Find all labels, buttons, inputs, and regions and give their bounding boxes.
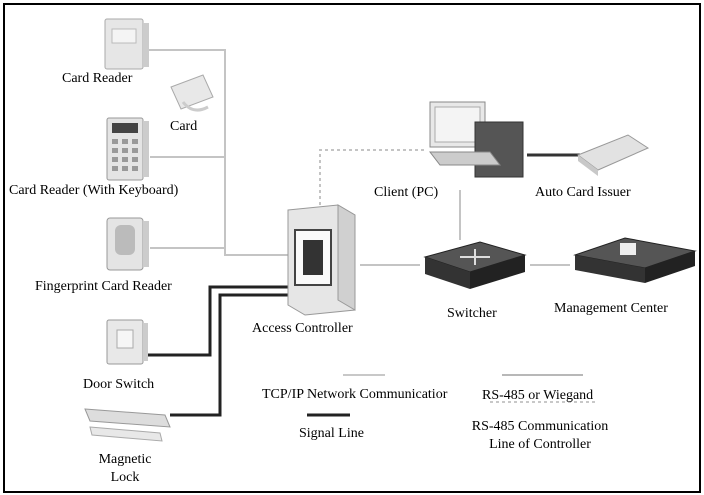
card-reader-keyboard-icon xyxy=(106,117,149,181)
label-auto-card-issuer: Auto Card Issuer xyxy=(535,185,631,200)
legend-rs485-comm-line1: RS-485 Communication xyxy=(471,419,609,434)
legend-rs485-comm-line2: Line of Controller xyxy=(489,437,591,452)
legend-signal-label: Signal Line xyxy=(299,426,364,441)
card-reader-icon xyxy=(104,18,149,70)
label-switcher: Switcher xyxy=(447,306,497,321)
client-pc-icon xyxy=(428,101,524,178)
legend-rs485-wiegand-label: RS-485 or Wiegand xyxy=(482,388,594,403)
label-door-switch: Door Switch xyxy=(83,377,155,392)
label-card: Card xyxy=(170,119,198,134)
label-magnetic-lock-line1: Magnetic xyxy=(98,452,152,467)
switcher-icon xyxy=(423,241,527,289)
wire-dotted-controller xyxy=(319,149,425,205)
wiring xyxy=(140,49,595,417)
auto-card-issuer-icon xyxy=(576,134,650,176)
label-card-reader: Card Reader xyxy=(62,71,133,86)
access-controller-icon xyxy=(287,204,356,316)
magnetic-lock-icon xyxy=(84,408,171,442)
fingerprint-reader-icon xyxy=(106,217,149,271)
label-magnetic-lock-line2: Lock xyxy=(110,470,140,485)
label-access-controller: Access Controller xyxy=(252,321,353,336)
label-fingerprint-reader: Fingerprint Card Reader xyxy=(35,279,172,294)
wire-card-reader xyxy=(140,49,290,256)
label-management-center: Management Center xyxy=(554,301,668,316)
management-center-icon xyxy=(573,237,697,283)
card-icon xyxy=(170,74,214,112)
topology-diagram: Card Reader Card Card Reader (With Keybo… xyxy=(3,3,701,493)
label-client-pc: Client (PC) xyxy=(374,185,439,200)
door-switch-icon xyxy=(106,319,148,365)
label-card-reader-keyboard: Card Reader (With Keyboard) xyxy=(9,183,179,198)
wire-door-switch xyxy=(145,285,290,357)
wire-magnetic-lock xyxy=(170,293,290,417)
legend-tcpip-label: TCP/IP Network Communicatior xyxy=(262,387,448,402)
